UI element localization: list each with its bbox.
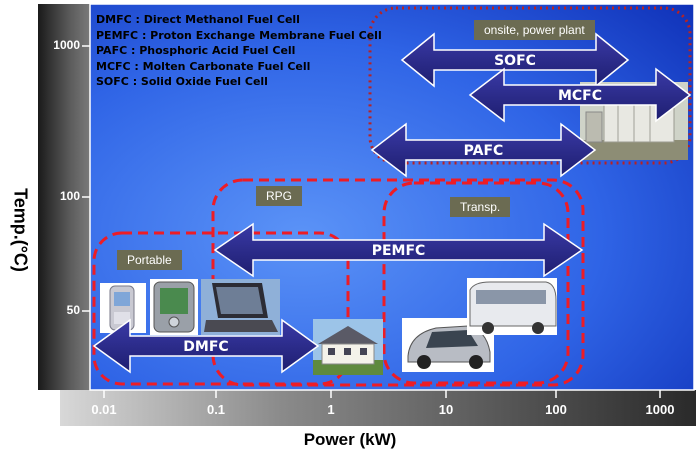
x-tick-label: 1000 [645, 402, 675, 417]
bus-image [467, 278, 557, 335]
house-image [313, 319, 383, 375]
definition-item: SOFC : Solid Oxide Fuel Cell [96, 75, 268, 88]
dmfc-arrow [92, 318, 320, 374]
y-tick-label: 100 [59, 189, 80, 203]
x-tick-label: 1 [327, 402, 335, 417]
y-axis-bar [38, 4, 90, 390]
pafc-arrow [370, 122, 597, 178]
pemfc-arrow [213, 222, 584, 278]
mcfc-label: MCFC [558, 88, 602, 104]
y-tick-label: 50 [66, 303, 80, 317]
x-tick-label: 100 [545, 402, 567, 417]
onsite-tag: onsite, power plant [474, 20, 595, 40]
x-axis-title: Power (kW) [303, 430, 397, 449]
transp-region [382, 181, 570, 385]
definition-item: PAFC : Phosphoric Acid Fuel Cell [96, 44, 296, 57]
x-axis-bar [60, 390, 696, 426]
pemfc-label: PEMFC [372, 243, 426, 259]
rpg-tag: RPG [256, 186, 303, 206]
definition-item: DMFC : Direct Methanol Fuel Cell [96, 13, 300, 26]
sofc-arrow [400, 32, 630, 88]
pda-image [150, 279, 198, 335]
portable-tag: Portable [117, 250, 182, 270]
y-tick-label: 1000 [53, 38, 80, 52]
laptop-image [201, 279, 280, 335]
definition-item: PEMFC : Proton Exchange Membrane Fuel Ce… [96, 28, 382, 42]
x-tick-label: 0.01 [91, 402, 117, 417]
pafc-label: PAFC [464, 143, 504, 159]
x-tick-label: 0.1 [206, 402, 226, 417]
onsite-region [368, 6, 692, 165]
y-axis-title: Temp.(°C) [10, 188, 31, 272]
sofc-label: SOFC [494, 53, 536, 69]
definitions-legend: DMFC : Direct Methanol Fuel Cell PEMFC :… [96, 12, 382, 90]
portable-region [92, 231, 350, 386]
mcfc-arrow [468, 67, 692, 123]
x-tick-label: 10 [438, 402, 454, 417]
transp-tag: Transp. [450, 197, 511, 217]
definition-item: MCFC : Molten Carbonate Fuel Cell [96, 59, 311, 73]
y-axis-title-wrap: Temp.(°C) [2, 150, 38, 310]
dmfc-label: DMFC [183, 339, 228, 355]
